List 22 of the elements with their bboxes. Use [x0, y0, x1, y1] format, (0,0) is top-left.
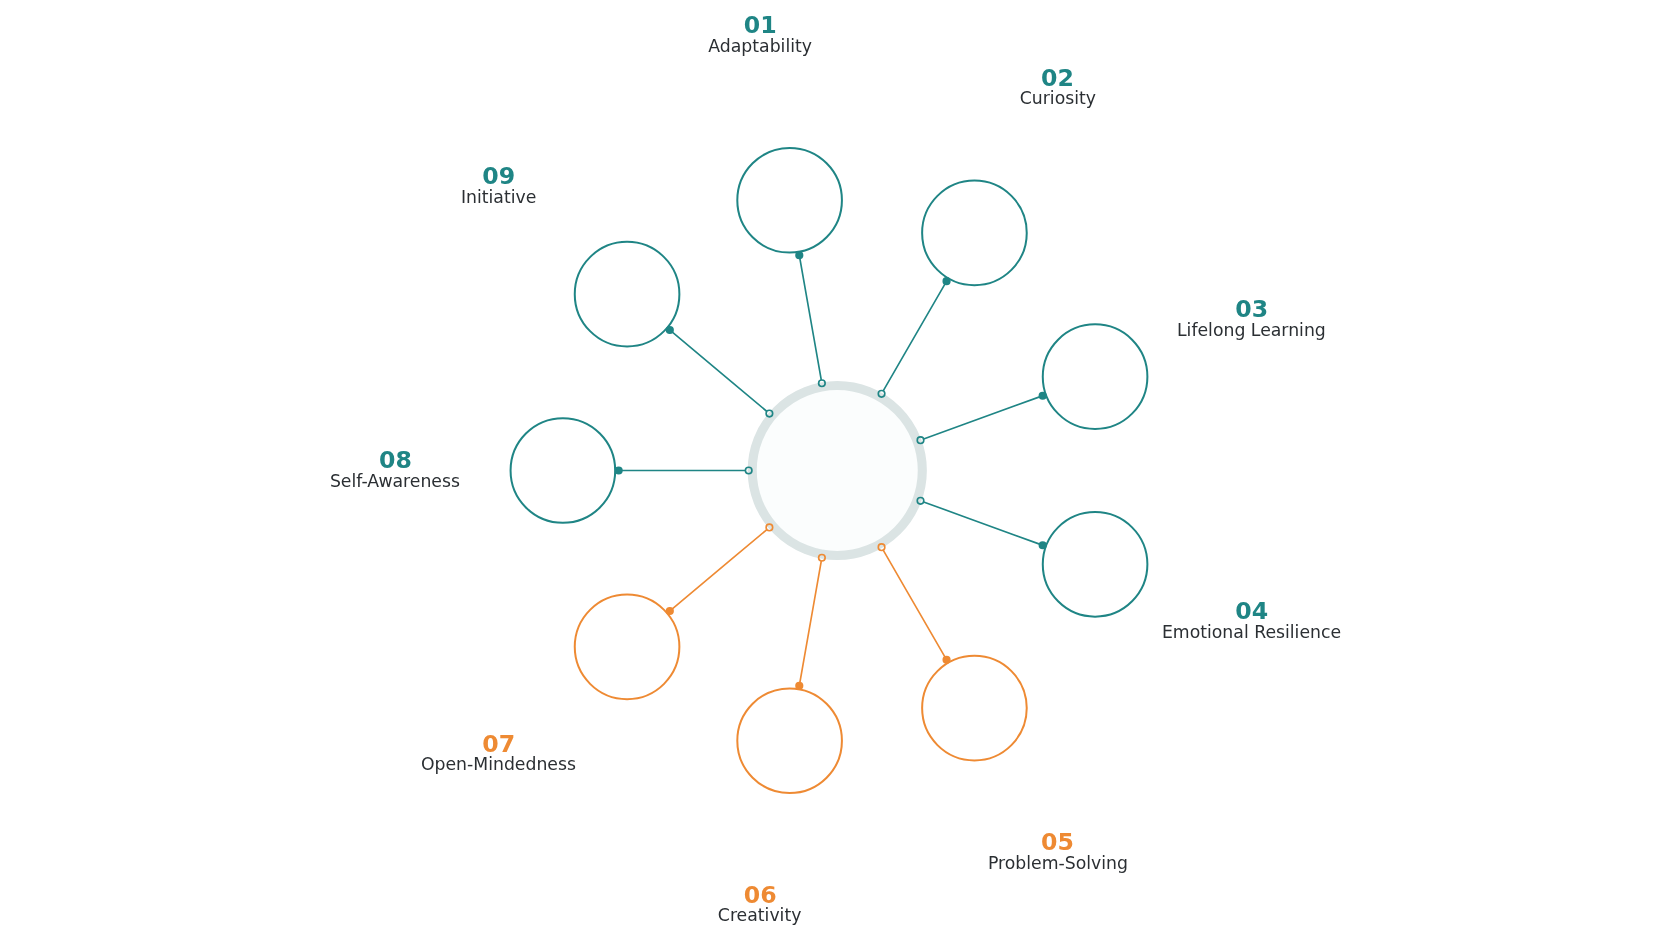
node-circle: [736, 147, 843, 254]
connector: [614, 466, 753, 475]
node-label: Open-Mindedness: [420, 754, 576, 775]
node-label: Adaptability: [708, 35, 813, 56]
node-circle: [509, 417, 617, 524]
connector: [665, 523, 774, 616]
connector: [877, 277, 951, 398]
connector: [916, 391, 1047, 445]
connector: [877, 543, 951, 664]
node-label: Creativity: [717, 905, 802, 926]
node-label: Curiosity: [1019, 88, 1096, 109]
node-label: Initiative: [460, 186, 537, 207]
node-circle: [1041, 323, 1149, 430]
node-label: Emotional Resilience: [1161, 621, 1342, 642]
connector: [795, 251, 826, 388]
connector: [665, 325, 774, 418]
node-circle: [1041, 511, 1149, 618]
node-circle: [736, 687, 843, 794]
connector: [916, 496, 1047, 550]
connector: [795, 553, 826, 690]
node-circle: [573, 593, 681, 701]
node-circle: [573, 240, 681, 348]
